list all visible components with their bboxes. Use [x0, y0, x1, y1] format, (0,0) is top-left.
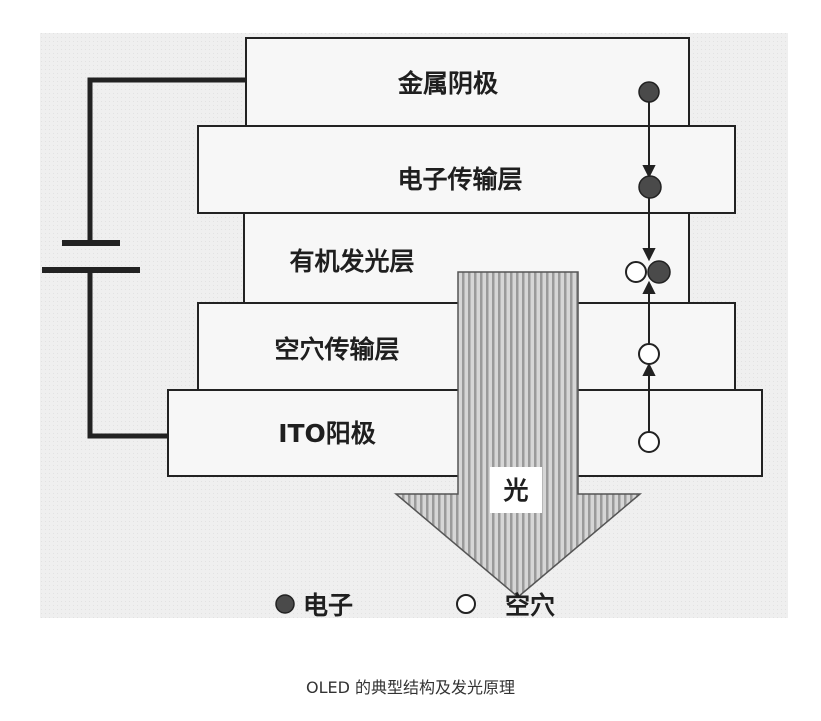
hole-marker — [625, 261, 647, 283]
hole-marker — [638, 343, 660, 365]
electron-marker — [638, 81, 660, 103]
legend-electron-icon — [275, 594, 295, 614]
label-anode: ITO阳极 — [278, 419, 376, 448]
hole-path — [642, 280, 656, 432]
label-etl: 电子传输层 — [397, 165, 522, 194]
light-label: 光 — [502, 476, 528, 505]
light-arrow — [393, 271, 643, 598]
figure-caption: OLED 的典型结构及发光原理 — [305, 678, 516, 697]
label-eml: 有机发光层 — [289, 247, 414, 276]
legend-hole-icon — [456, 594, 476, 614]
legend-electron-label: 电子 — [303, 591, 353, 620]
electron-marker — [638, 175, 662, 199]
label-cathode: 金属阴极 — [397, 69, 498, 98]
battery-icon — [42, 240, 140, 273]
electron-marker — [647, 260, 671, 284]
electron-path — [642, 94, 656, 262]
hole-marker — [638, 431, 660, 453]
light-label-box — [490, 467, 542, 513]
label-htl: 空穴传输层 — [274, 335, 399, 364]
circuit-wire — [87, 77, 246, 439]
legend-hole-label: 空穴 — [505, 591, 555, 620]
